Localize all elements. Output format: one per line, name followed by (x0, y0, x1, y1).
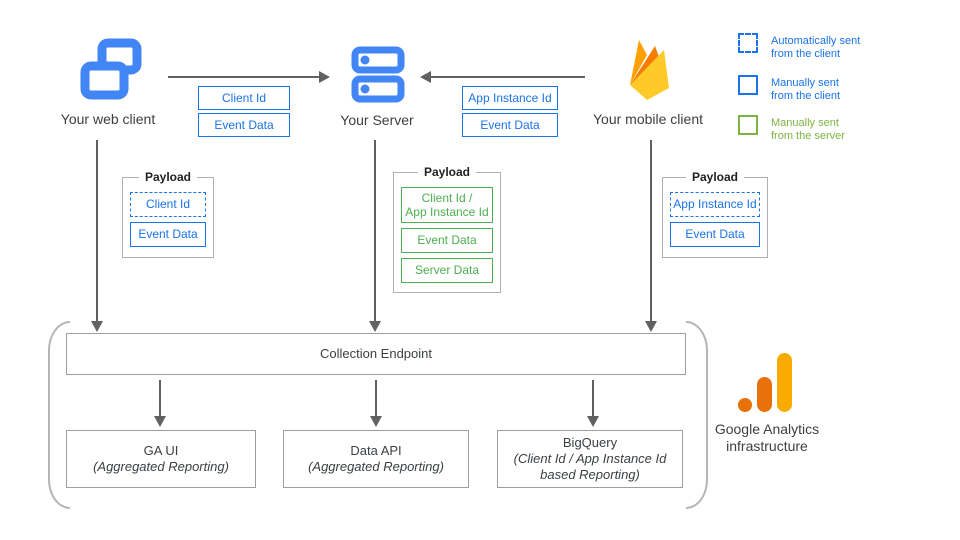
server-label: Your Server (340, 112, 414, 128)
mobile-client-label: Your mobile client (593, 111, 703, 127)
payload-mobile-app-instance-id: App Instance Id (670, 192, 760, 217)
ga-logo-mid-bar (757, 377, 772, 412)
payload-web-event-data: Event Data (130, 222, 206, 247)
service-bigquery-name: BigQuery (562, 435, 618, 450)
service-data-api-subtitle: (Aggregated Reporting) (308, 459, 444, 474)
payload-mobile: Payload App Instance Id Event Data (662, 170, 768, 258)
payload-server-ids: Client Id / App Instance Id (401, 187, 493, 223)
ga-infrastructure-caption: Google Analytics infrastructure (714, 421, 820, 454)
service-data-api: Data API (Aggregated Reporting) (283, 430, 469, 488)
payload-server: Payload Client Id / App Instance Id Even… (393, 165, 501, 293)
arrowhead-down (369, 321, 381, 332)
legend-swatch-manual-client (738, 75, 758, 95)
service-data-api-name: Data API (350, 443, 402, 458)
service-bigquery-subtitle: (Client Id / App Instance Id based Repor… (513, 451, 667, 482)
web-client-label: Your web client (60, 111, 156, 127)
arrowhead-down (154, 416, 166, 427)
legend-swatch-manual-server (738, 115, 758, 135)
legend-label-auto-client: Automatically sent from the client (771, 35, 861, 60)
ga-logo-dot (738, 398, 752, 412)
web-client-icon (80, 38, 142, 100)
arrowhead-down (370, 416, 382, 427)
service-bigquery: BigQuery (Client Id / App Instance Id ba… (497, 430, 683, 488)
bracket-right (686, 321, 708, 509)
service-ga-ui-name: GA UI (143, 443, 179, 458)
payload-mobile-title: Payload (685, 170, 745, 184)
service-ga-ui-subtitle: (Aggregated Reporting) (93, 459, 229, 474)
arrowhead-right (319, 71, 330, 83)
arrowhead-down (645, 321, 657, 332)
payload-server-title: Payload (417, 165, 477, 179)
service-ga-ui: GA UI (Aggregated Reporting) (66, 430, 256, 488)
google-analytics-logo (735, 351, 795, 415)
edge-label-app-instance-id: App Instance Id (462, 86, 558, 110)
edge-label-client-id: Client Id (198, 86, 290, 110)
payload-web: Payload Client Id Event Data (122, 170, 214, 258)
edge-label-event-data-web: Event Data (198, 113, 290, 137)
legend-label-manual-client: Manually sent from the client (771, 77, 841, 102)
legend-label-manual-server: Manually sent from the server (771, 117, 845, 142)
firebase-icon (630, 40, 669, 100)
arrowhead-down (91, 321, 103, 332)
arrowhead-down (587, 416, 599, 427)
edge-label-event-data-mobile: Event Data (462, 113, 558, 137)
payload-mobile-event-data: Event Data (670, 222, 760, 247)
payload-web-client-id: Client Id (130, 192, 206, 217)
payload-server-server-data: Server Data (401, 258, 493, 283)
payload-web-title: Payload (138, 170, 198, 184)
payload-server-event-data: Event Data (401, 228, 493, 253)
arrowhead-left (420, 71, 431, 83)
collection-endpoint-box: Collection Endpoint (66, 333, 686, 375)
ga-logo-tall-bar (777, 353, 792, 412)
legend-swatch-auto-client (738, 33, 758, 53)
server-icon (351, 46, 405, 103)
